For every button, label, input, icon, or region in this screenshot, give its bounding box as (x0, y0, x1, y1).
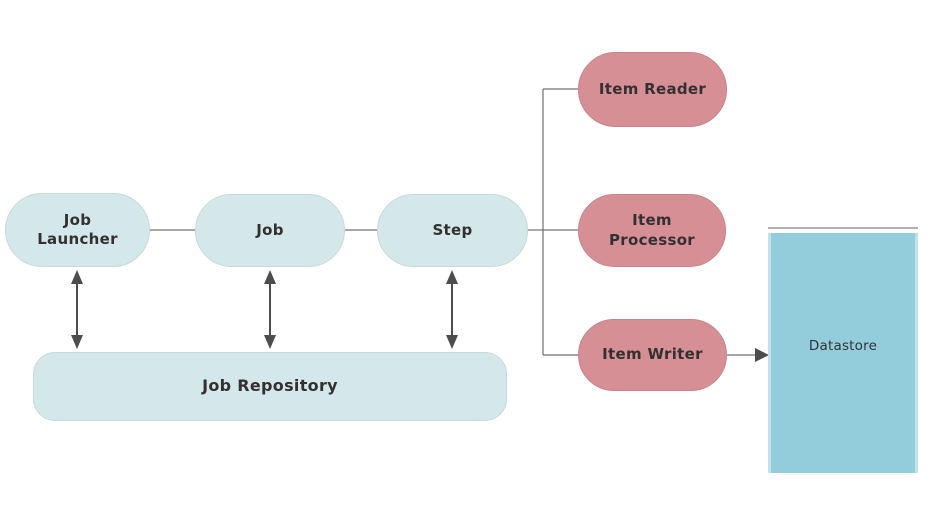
node-datastore-label: Datastore (808, 338, 878, 354)
node-datastore: Datastore (768, 233, 918, 473)
node-item-reader-label: Item Reader (598, 79, 707, 98)
up-arrowhead-icon (71, 270, 83, 284)
node-job-label: Job (256, 220, 284, 239)
node-job-launcher-label: Job Launcher (37, 210, 118, 249)
node-job-repository-label: Job Repository (202, 376, 338, 396)
edge-step-jobrepository (446, 270, 458, 349)
node-job-launcher: Job Launcher (5, 193, 150, 267)
right-arrowhead-icon (755, 348, 769, 362)
down-arrowhead-icon (71, 335, 83, 349)
node-step-label: Step (432, 220, 473, 239)
down-arrowhead-icon (264, 335, 276, 349)
up-arrowhead-icon (264, 270, 276, 284)
edge-job-jobrepository (264, 270, 276, 349)
node-item-writer: Item Writer (578, 319, 727, 391)
node-item-reader: Item Reader (578, 52, 727, 127)
edge-joblauncher-jobrepository (71, 270, 83, 349)
node-item-processor: Item Processor (578, 194, 726, 267)
node-job: Job (195, 194, 345, 267)
node-item-processor-label: Item Processor (608, 211, 696, 249)
node-step: Step (377, 194, 528, 267)
edge-itemwriter-datastore (727, 348, 769, 362)
up-arrowhead-icon (446, 270, 458, 284)
node-item-writer-label: Item Writer (602, 345, 703, 364)
down-arrowhead-icon (446, 335, 458, 349)
node-job-repository: Job Repository (33, 352, 507, 421)
